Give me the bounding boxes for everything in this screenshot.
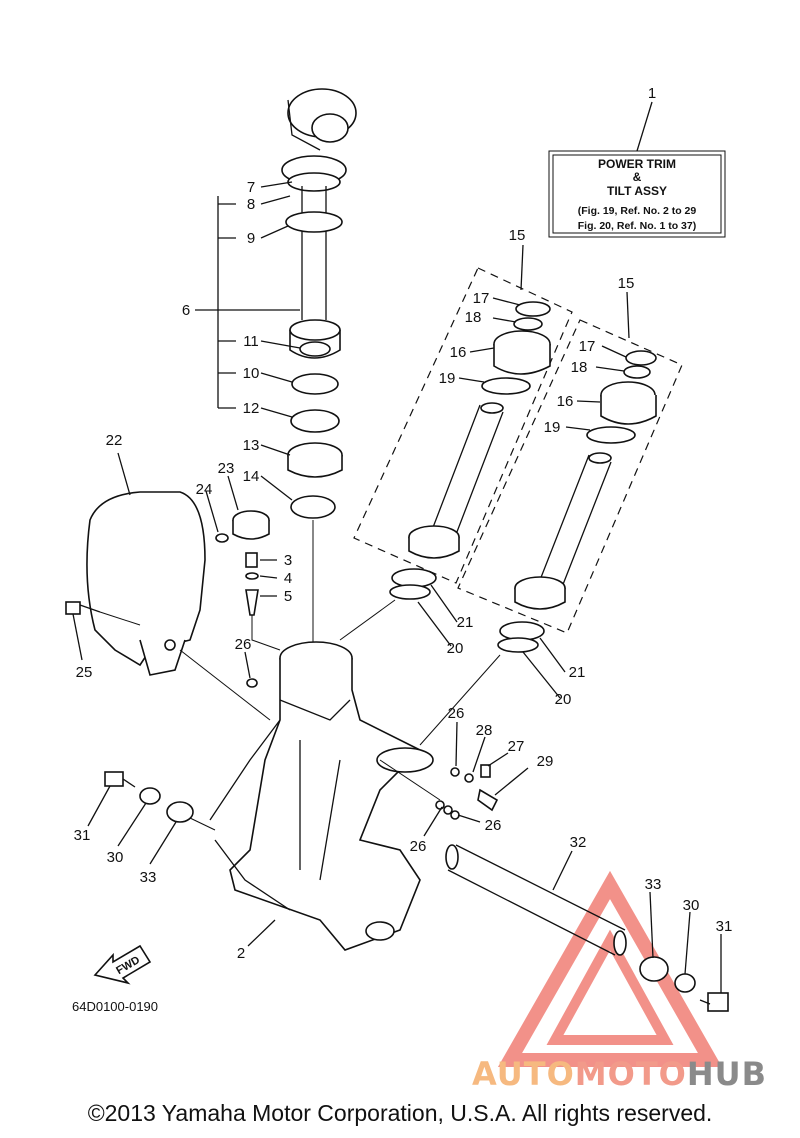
bolt-25: [65, 601, 141, 626]
callout-31b: 31: [716, 918, 733, 935]
callout-numbers: 1 2 3 4 5 6 7 8 9 10 11 12 13 14 15 15 1…: [74, 85, 733, 962]
callout-10: 10: [243, 365, 260, 382]
callout-19a: 19: [439, 370, 456, 387]
callout-11: 11: [243, 333, 259, 350]
watermark-text: AUTOMOTOHUB: [472, 1055, 767, 1093]
callout-9: 9: [247, 230, 255, 247]
reservoir-cover: [86, 491, 271, 721]
callout-33b: 33: [645, 876, 662, 893]
assembly-box: POWER TRIM & TILT ASSY (Fig. 19, Ref. No…: [548, 101, 726, 238]
callout-1: 1: [648, 85, 656, 102]
callout-16a: 16: [450, 344, 467, 361]
leader-lines: [72, 181, 722, 993]
callout-12: 12: [243, 400, 260, 417]
callout-15b: 15: [618, 275, 635, 292]
watermark-part-hub: HUB: [686, 1055, 768, 1093]
callout-30a: 30: [107, 849, 124, 866]
trim-rings: [339, 568, 545, 746]
callout-17a: 17: [473, 290, 490, 307]
callout-17b: 17: [579, 338, 596, 355]
assembly-ref-line1: (Fig. 19, Ref. No. 2 to 29: [578, 205, 697, 217]
callout-18b: 18: [571, 359, 588, 376]
callout-33a: 33: [140, 869, 157, 886]
trim-cylinder-right: [457, 319, 683, 634]
watermark-logo: [497, 870, 723, 1067]
callout-16b: 16: [557, 393, 574, 410]
callout-7: 7: [247, 179, 255, 196]
callout-22: 22: [106, 432, 123, 449]
callout-14: 14: [243, 468, 260, 485]
callout-13: 13: [243, 437, 260, 454]
callout-8: 8: [247, 196, 255, 213]
callout-2: 2: [237, 945, 245, 962]
callout-6: 6: [182, 302, 190, 319]
callout-31a: 31: [74, 827, 91, 844]
callout-18a: 18: [465, 309, 482, 326]
callout-20a: 20: [447, 640, 464, 657]
callout-26b: 26: [448, 705, 465, 722]
assembly-title-line2: &: [633, 170, 642, 184]
tilt-ram-group: [281, 88, 357, 650]
callout-3: 3: [284, 552, 292, 569]
watermark-part-auto: AUTO: [472, 1055, 575, 1093]
callout-20b: 20: [555, 691, 572, 708]
small-parts-right: [379, 759, 499, 820]
diagram-code: 64D0100-0190: [72, 999, 158, 1014]
main-housing: [209, 641, 434, 951]
callout-28: 28: [476, 722, 493, 739]
assembly-title-line3: TILT ASSY: [607, 184, 667, 198]
assembly-title-line1: POWER TRIM: [598, 157, 676, 171]
trim-cylinder-left: [353, 267, 573, 584]
copyright-notice: ©2013 Yamaha Motor Corporation, U.S.A. A…: [87, 1100, 713, 1126]
callout-26d: 26: [410, 838, 427, 855]
small-parts-left: [215, 510, 281, 688]
callout-29: 29: [537, 753, 554, 770]
callout-30b: 30: [683, 897, 700, 914]
callout-26a: 26: [235, 636, 252, 653]
tilt-tube-32: [445, 844, 729, 1012]
callout-23: 23: [218, 460, 235, 477]
assembly-ref-line2: Fig. 20, Ref. No. 1 to 37): [578, 220, 696, 232]
callout-27: 27: [508, 738, 525, 755]
callout-32: 32: [570, 834, 587, 851]
callout-21a: 21: [457, 614, 474, 631]
fwd-arrow: FWD: [93, 944, 152, 985]
callout-26c: 26: [485, 817, 502, 834]
watermark-part-moto: MOTO: [574, 1055, 687, 1093]
callout-5: 5: [284, 588, 292, 605]
callout-4: 4: [284, 570, 292, 587]
callout-25: 25: [76, 664, 93, 681]
callout-19b: 19: [544, 419, 561, 436]
callout-15a: 15: [509, 227, 526, 244]
callout-21b: 21: [569, 664, 586, 681]
callout-24: 24: [196, 481, 213, 498]
left-fasteners: [104, 771, 216, 831]
